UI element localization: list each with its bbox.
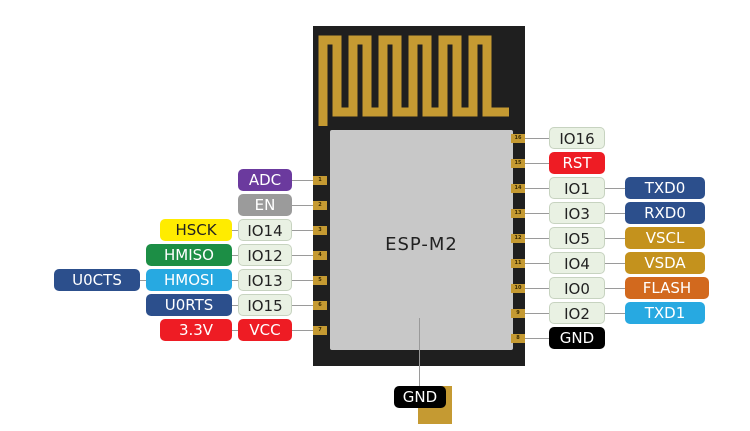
io-label-rst: RST bbox=[549, 152, 605, 174]
pin-wire bbox=[232, 255, 238, 256]
io-label-io0: IO0 bbox=[549, 277, 605, 299]
pin-wire bbox=[292, 255, 313, 256]
io-label-io1: IO1 bbox=[549, 177, 605, 199]
pin-wire bbox=[605, 238, 625, 239]
pin-wire bbox=[525, 213, 549, 214]
pin-pad-6: 6 bbox=[313, 300, 327, 310]
pin-wire bbox=[292, 330, 313, 331]
pin-wire bbox=[232, 230, 238, 231]
pin-wire bbox=[232, 330, 238, 331]
function-label-u0rts: U0RTS bbox=[146, 294, 232, 316]
pin-wire bbox=[292, 305, 313, 306]
function-label-u0cts: U0CTS bbox=[54, 269, 140, 291]
pin-pad-8: 8 bbox=[511, 333, 525, 343]
pin-pad-3: 3 bbox=[313, 225, 327, 235]
io-label-io3: IO3 bbox=[549, 202, 605, 224]
pin-wire bbox=[419, 318, 420, 386]
bottom-gnd-label: GND bbox=[394, 386, 446, 408]
pin-wire bbox=[525, 188, 549, 189]
pin-wire bbox=[292, 205, 313, 206]
io-label-io14: IO14 bbox=[238, 219, 292, 241]
function-label-hmiso: HMISO bbox=[146, 244, 232, 266]
pin-wire bbox=[525, 163, 549, 164]
function-label-rxd0: RXD0 bbox=[625, 202, 705, 224]
io-label-io12: IO12 bbox=[238, 244, 292, 266]
pin-pad-9: 9 bbox=[511, 308, 525, 318]
pin-pad-5: 5 bbox=[313, 275, 327, 285]
function-label-vscl: VSCL bbox=[625, 227, 705, 249]
io-label-adc: ADC bbox=[238, 169, 292, 191]
io-label-en: EN bbox=[238, 194, 292, 216]
io-label-io13: IO13 bbox=[238, 269, 292, 291]
pin-wire bbox=[605, 313, 625, 314]
pin-pad-1: 1 bbox=[313, 175, 327, 185]
io-label-vcc: VCC bbox=[238, 319, 292, 341]
function-label-txd1: TXD1 bbox=[625, 302, 705, 324]
function-label-hsck: HSCK bbox=[160, 219, 232, 241]
pin-pad-14: 14 bbox=[511, 183, 525, 193]
pin-pad-2: 2 bbox=[313, 200, 327, 210]
pin-pad-11: 11 bbox=[511, 258, 525, 268]
module-name: ESP-M2 bbox=[385, 234, 458, 255]
pin-wire bbox=[232, 280, 238, 281]
io-label-gnd: GND bbox=[549, 327, 605, 349]
pin-wire bbox=[525, 338, 549, 339]
pin-wire bbox=[292, 230, 313, 231]
pin-wire bbox=[605, 213, 625, 214]
pin-wire bbox=[232, 305, 238, 306]
io-label-io16: IO16 bbox=[549, 127, 605, 149]
pin-wire bbox=[292, 280, 313, 281]
pin-wire bbox=[292, 180, 313, 181]
pin-wire bbox=[525, 238, 549, 239]
pin-wire bbox=[605, 288, 625, 289]
io-label-io15: IO15 bbox=[238, 294, 292, 316]
rf-shield-can: ESP-M2 17 bbox=[330, 130, 513, 424]
pin-wire bbox=[525, 138, 549, 139]
pin-pad-7: 7 bbox=[313, 325, 327, 335]
function-label-vsda: VSDA bbox=[625, 252, 705, 274]
pin-pad-12: 12 bbox=[511, 233, 525, 243]
function-label-flash: FLASH bbox=[625, 277, 709, 299]
pin-pad-4: 4 bbox=[313, 250, 327, 260]
pin-pad-13: 13 bbox=[511, 208, 525, 218]
io-label-io5: IO5 bbox=[549, 227, 605, 249]
pin-pad-16: 16 bbox=[511, 133, 525, 143]
io-label-io4: IO4 bbox=[549, 252, 605, 274]
io-label-io2: IO2 bbox=[549, 302, 605, 324]
pin-wire bbox=[140, 280, 146, 281]
pin-wire bbox=[605, 263, 625, 264]
pin-pad-10: 10 bbox=[511, 283, 525, 293]
pin-wire bbox=[525, 288, 549, 289]
function-label-txd0: TXD0 bbox=[625, 177, 705, 199]
pin-wire bbox=[525, 313, 549, 314]
pcb-antenna bbox=[318, 35, 509, 126]
function-label-33v: 3.3V bbox=[160, 319, 232, 341]
pin-pad-15: 15 bbox=[511, 158, 525, 168]
pin-wire bbox=[605, 188, 625, 189]
pin-wire bbox=[525, 263, 549, 264]
function-label-hmosi: HMOSI bbox=[146, 269, 232, 291]
